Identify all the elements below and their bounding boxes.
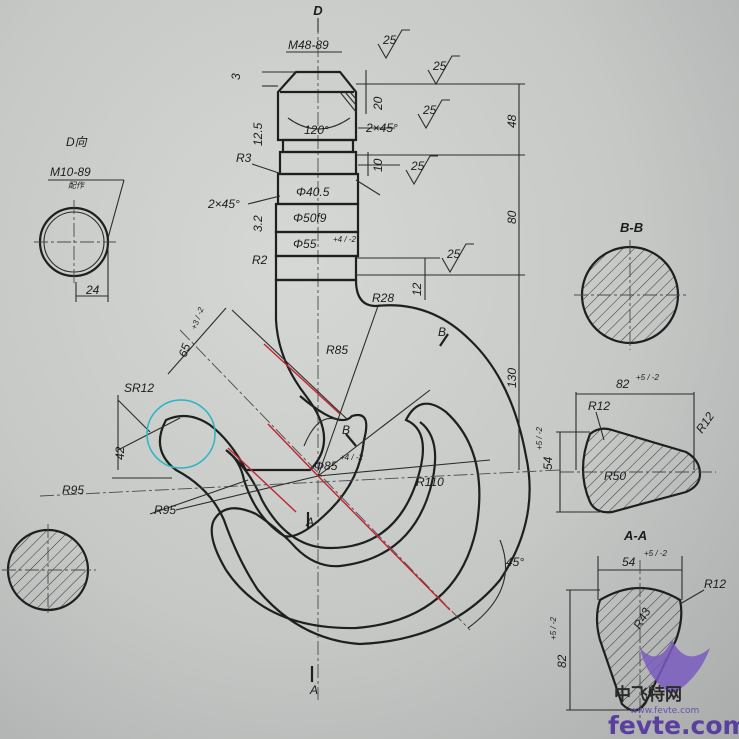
dim-12: 12 (410, 282, 424, 296)
hook-throat (213, 421, 437, 568)
roughness-mark: 25 (377, 29, 410, 60)
section-b-b-title: B-B (620, 220, 643, 235)
detail-d-view: D向 M10-89 配作 24 (34, 135, 125, 302)
left-section (2, 524, 96, 616)
dim-48: 48 (505, 114, 519, 128)
svg-text:25: 25 (422, 103, 437, 117)
dia-55: Φ55 (293, 237, 317, 251)
wing-logo-icon (640, 640, 710, 692)
section-a-a-shape (595, 586, 683, 712)
radius-r2: R2 (252, 253, 268, 267)
horizontal-centerline (39, 469, 561, 497)
section-middle-54: 54 (541, 456, 555, 470)
angle-arc-45 (467, 539, 507, 629)
svg-text:25: 25 (446, 247, 461, 261)
watermark: 中飞特网 www.fevte.com fevte.com (608, 640, 739, 739)
section-a-a-title: A-A (623, 528, 647, 543)
red-annotation-line (267, 423, 319, 477)
section-mark-b: B (438, 325, 446, 339)
thread-label: M48-89 (288, 38, 329, 52)
chamfer-label: 2×45° (365, 121, 398, 135)
section-middle-82-tol: +5 / -2 (636, 373, 659, 382)
dim-20: 20 (371, 96, 385, 111)
svg-text:25: 25 (382, 33, 397, 47)
section-b-b: B-B (574, 220, 686, 350)
dim-42: 42 (113, 446, 127, 460)
diagonal-centerline (179, 329, 471, 631)
section-middle: 82 +5 / -2 54 +5 / -2 R12 R12 R50 (535, 373, 717, 514)
dim-10: 10 (371, 158, 385, 172)
red-annotation-line (317, 475, 451, 611)
section-mark-a-bottom: A (309, 683, 318, 697)
highlight-circle (146, 399, 216, 469)
section-middle-r12-right: R12 (693, 409, 717, 435)
detail-d-dim: 24 (85, 283, 100, 297)
roughness-mark: 25 (441, 243, 474, 274)
dim-3-2: 3.2 (251, 215, 265, 232)
watermark-url-small: www.fevte.com (630, 706, 699, 716)
red-annotation-line (227, 447, 297, 513)
dim-65-tol: +3 / -2 (189, 306, 205, 331)
dim-80: 80 (505, 210, 519, 224)
dim-65: 65 (176, 341, 194, 359)
chamfer-label-2: 2×45° (207, 197, 240, 211)
detail-d-thread: M10-89 (50, 165, 91, 179)
section-a-a-54: 54 (622, 555, 636, 569)
dia-85: Φ85 (314, 459, 338, 473)
section-middle-54-tol: +5 / -2 (535, 427, 544, 450)
section-a-a-54-tol: +5 / -2 (644, 549, 667, 558)
shank-body (274, 254, 358, 282)
watermark-cn: 中飞特网 (614, 684, 682, 705)
section-middle-r50: R50 (604, 469, 626, 483)
section-a-a: A-A 54 +5 / -2 82 +5 / -2 R12 R43 (549, 528, 726, 730)
dia-40-5: Φ40.5 (296, 185, 330, 199)
view-label-d: D (313, 3, 323, 18)
roughness-mark: 25 (417, 99, 450, 130)
section-a-a-82: 82 (555, 654, 569, 668)
detail-d-title: D向 (66, 135, 88, 149)
radius-r3: R3 (236, 151, 252, 165)
hook-outline: R28 R85 B B Φ85 +4 / -2 R110 R95 R95 SR1… (39, 278, 561, 697)
radius-r95-lower: R95 (154, 503, 176, 517)
svg-text:25: 25 (410, 159, 425, 173)
chamfer-top-dim: 3 (229, 73, 243, 80)
section-middle-82: 82 (616, 377, 630, 391)
section-middle-shape (581, 427, 702, 514)
radius-r28: R28 (372, 291, 394, 305)
dia-55-tol: +4 / -2 (333, 235, 356, 244)
roughness-mark: 25 (405, 155, 438, 186)
dia-50f9: Φ50f9 (293, 211, 327, 225)
section-a-a-r12: R12 (704, 577, 726, 591)
watermark-url: fevte.com (608, 711, 739, 739)
detail-d-note: 配作 (68, 181, 86, 190)
section-mark-a-top: A (305, 515, 314, 529)
section-a-a-82-tol: +5 / -2 (549, 617, 558, 640)
angle-arc (287, 117, 351, 130)
roughness-mark: 25 (427, 55, 460, 86)
hook-inner-groove (210, 395, 481, 630)
radius-r85: R85 (326, 343, 348, 357)
angle-120: 120° (304, 123, 329, 137)
sr12-label: SR12 (124, 381, 154, 395)
red-annotation-line (263, 343, 341, 415)
angle-45: 45° (506, 555, 524, 569)
section-mark-b-2: B (342, 423, 350, 437)
dim-12-5: 12.5 (251, 122, 265, 146)
section-middle-r12-left: R12 (588, 399, 610, 413)
thread-block (276, 70, 358, 142)
radius-r110: R110 (416, 475, 444, 489)
svg-text:25: 25 (432, 59, 447, 73)
shank-view: D M48-89 3 20 120° 2×45° 12.5 R3 10 Φ40.… (207, 3, 525, 700)
dim-130: 130 (505, 368, 519, 388)
dia-85-tol: +4 / -2 (340, 453, 363, 462)
radius-r95-left: R95 (62, 483, 84, 497)
